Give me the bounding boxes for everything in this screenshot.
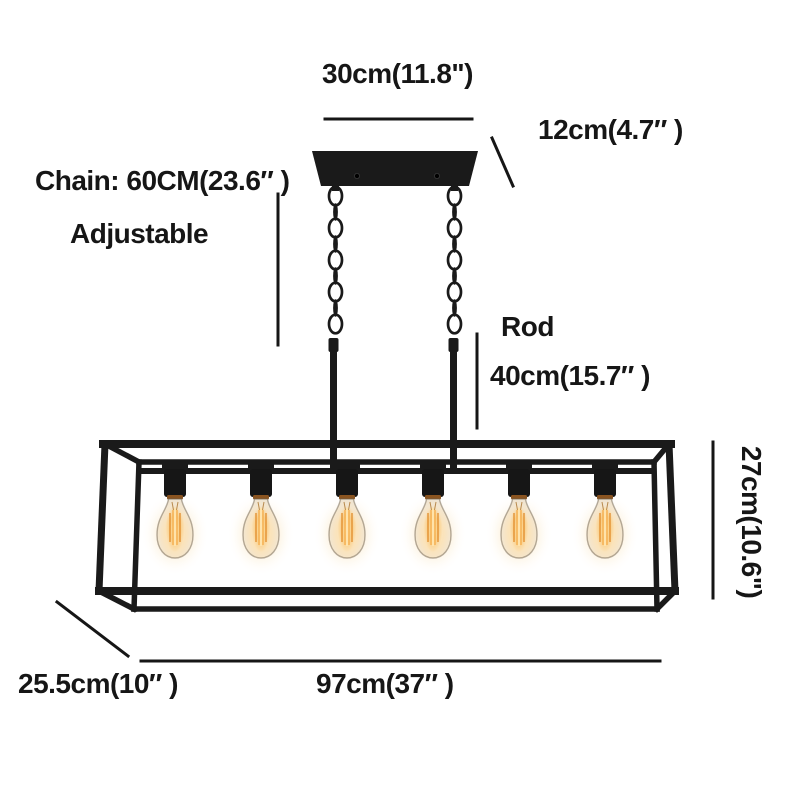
rod-length-label: 40cm(15.7″ )	[490, 360, 650, 391]
canopy-screw	[353, 172, 360, 179]
frame-length-label: 97cm(37″ )	[316, 668, 454, 699]
bulb	[570, 460, 640, 577]
canopy-plate	[312, 151, 478, 191]
bulb	[140, 460, 210, 577]
bulb	[398, 460, 468, 577]
canopy-width-label: 30cm(11.8")	[322, 58, 474, 89]
chain-length-label: Chain: 60CM(23.6″ )	[35, 165, 290, 196]
rod-label: Rod	[501, 311, 554, 342]
rods	[328, 338, 459, 468]
canopy-depth-line	[490, 136, 515, 188]
frame-depth-label: 25.5cm(10″ )	[18, 668, 178, 699]
bulbs	[140, 460, 640, 577]
canopy-screw	[433, 172, 440, 179]
dimension-lines	[54, 117, 715, 663]
frame-front	[95, 440, 679, 595]
bulb	[484, 460, 554, 577]
bulb	[226, 460, 296, 577]
frame-back	[95, 440, 679, 613]
bulb	[312, 460, 382, 577]
chain-left	[327, 185, 344, 335]
frame-height-label: 27cm(10.6")	[736, 445, 768, 599]
frame-depth-line	[54, 599, 131, 659]
canopy-depth-label: 12cm(4.7″ )	[538, 114, 683, 145]
chain-right	[446, 185, 463, 335]
chain-adjustable-label: Adjustable	[70, 218, 209, 249]
